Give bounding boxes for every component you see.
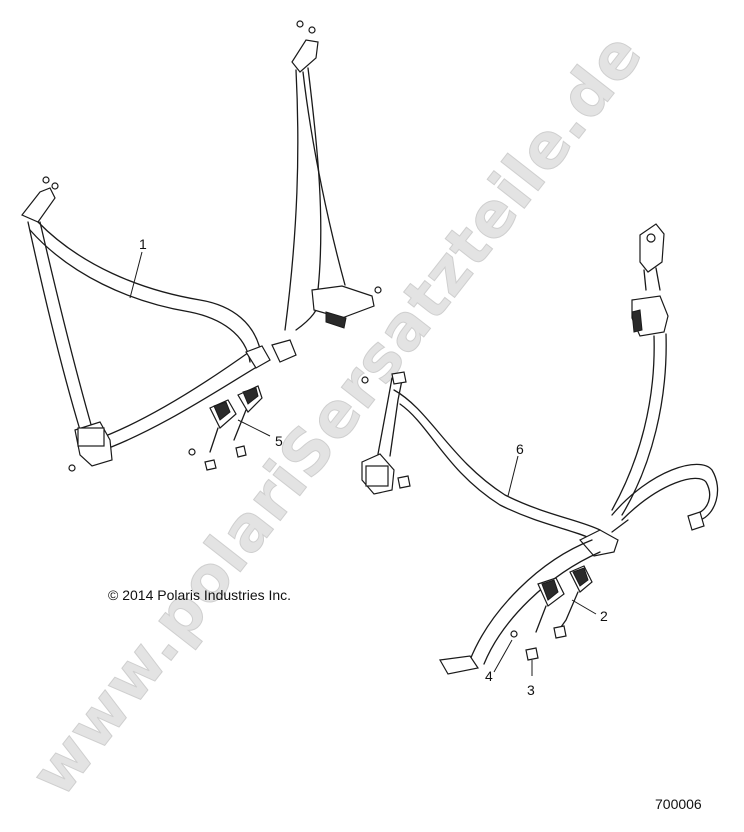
buckle-set-right <box>510 565 593 661</box>
belt-assembly-right <box>361 223 719 675</box>
copyright-text: © 2014 Polaris Industries Inc. <box>108 587 291 603</box>
callout-6: 6 <box>516 441 524 457</box>
callout-2: 2 <box>600 608 608 624</box>
callout-1: 1 <box>139 236 147 252</box>
callout-3: 3 <box>527 682 535 698</box>
callout-leaders <box>129 251 597 676</box>
figure-number: 700006 <box>655 796 702 812</box>
buckle-set-left <box>188 385 263 471</box>
callout-4: 4 <box>485 668 493 684</box>
watermark-text: www.polariSersatzteile.de <box>16 19 656 810</box>
callout-5: 5 <box>275 433 283 449</box>
belt-assembly-left <box>21 20 382 472</box>
